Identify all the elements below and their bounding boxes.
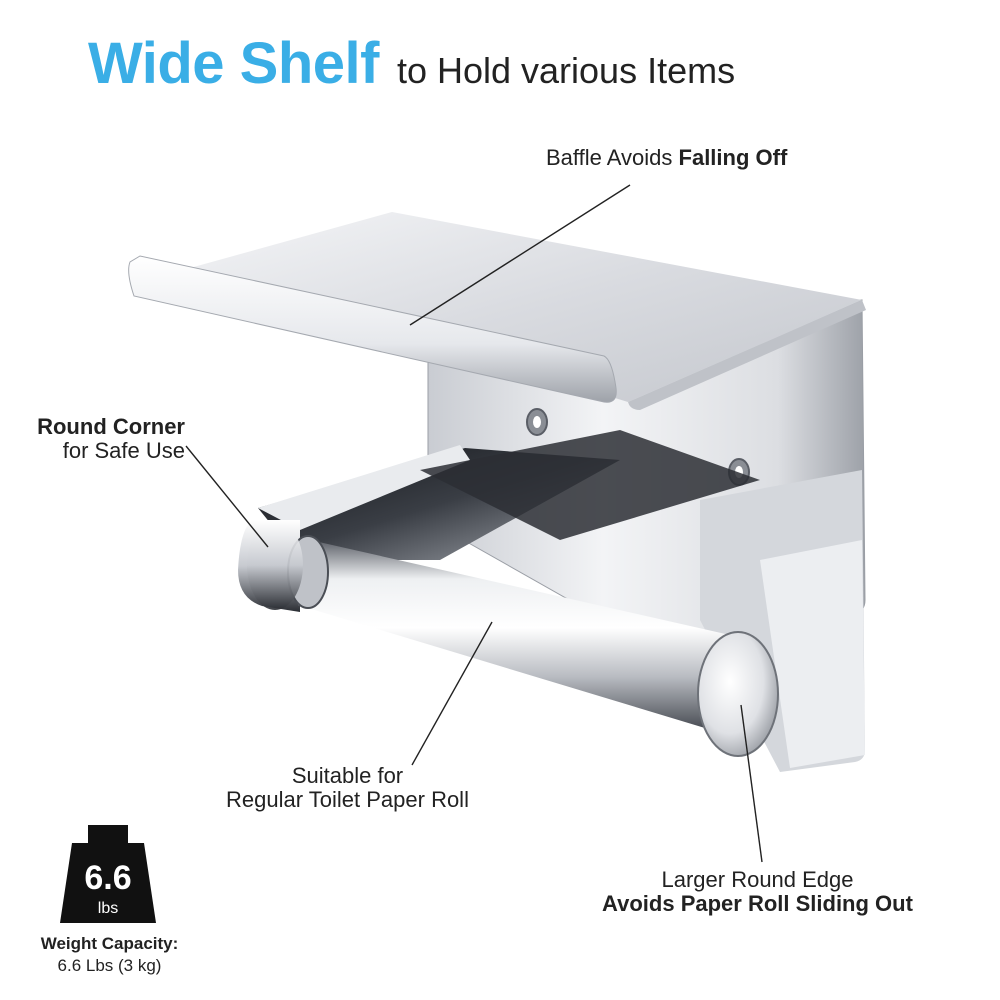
callout-round-corner-text: for Safe Use (62, 438, 185, 463)
callout-larger-edge-line1: Larger Round Edge (661, 867, 854, 892)
weight-caption: Weight Capacity: 6.6 Lbs (3 kg) (22, 933, 197, 977)
headline-rest: to Hold various Items (396, 50, 736, 91)
callout-suitable-line2: Regular Toilet Paper Roll (226, 787, 469, 812)
callout-suitable-line1: Suitable for (291, 763, 404, 788)
leader-line-edge (740, 704, 763, 863)
callout-round-corner-bold: Round Corner (37, 414, 185, 439)
weight-value: 6.6 (84, 859, 131, 897)
leader-line-baffle (409, 184, 631, 326)
weight-icon: 6.6 lbs (58, 825, 158, 925)
callout-larger-edge: Larger Round Edge Avoids Paper Roll Slid… (585, 868, 930, 916)
headline-accent: Wide Shelf (88, 31, 379, 96)
headline: Wide Shelf to Hold various Items (88, 30, 735, 97)
leader-line-corner (185, 445, 269, 548)
callout-suitable: Suitable for Regular Toilet Paper Roll (200, 764, 495, 812)
weight-unit: lbs (98, 900, 118, 917)
callout-baffle-text: Baffle Avoids (546, 145, 679, 170)
callout-baffle: Baffle Avoids Falling Off (546, 146, 787, 170)
weight-caption-value: 6.6 Lbs (3 kg) (57, 956, 162, 975)
callout-baffle-bold: Falling Off (678, 145, 788, 170)
callout-larger-edge-line2: Avoids Paper Roll Sliding Out (602, 891, 913, 916)
callout-round-corner: Round Corner for Safe Use (30, 415, 185, 463)
leader-line-rod (411, 621, 493, 766)
weight-caption-title: Weight Capacity: (40, 934, 179, 953)
